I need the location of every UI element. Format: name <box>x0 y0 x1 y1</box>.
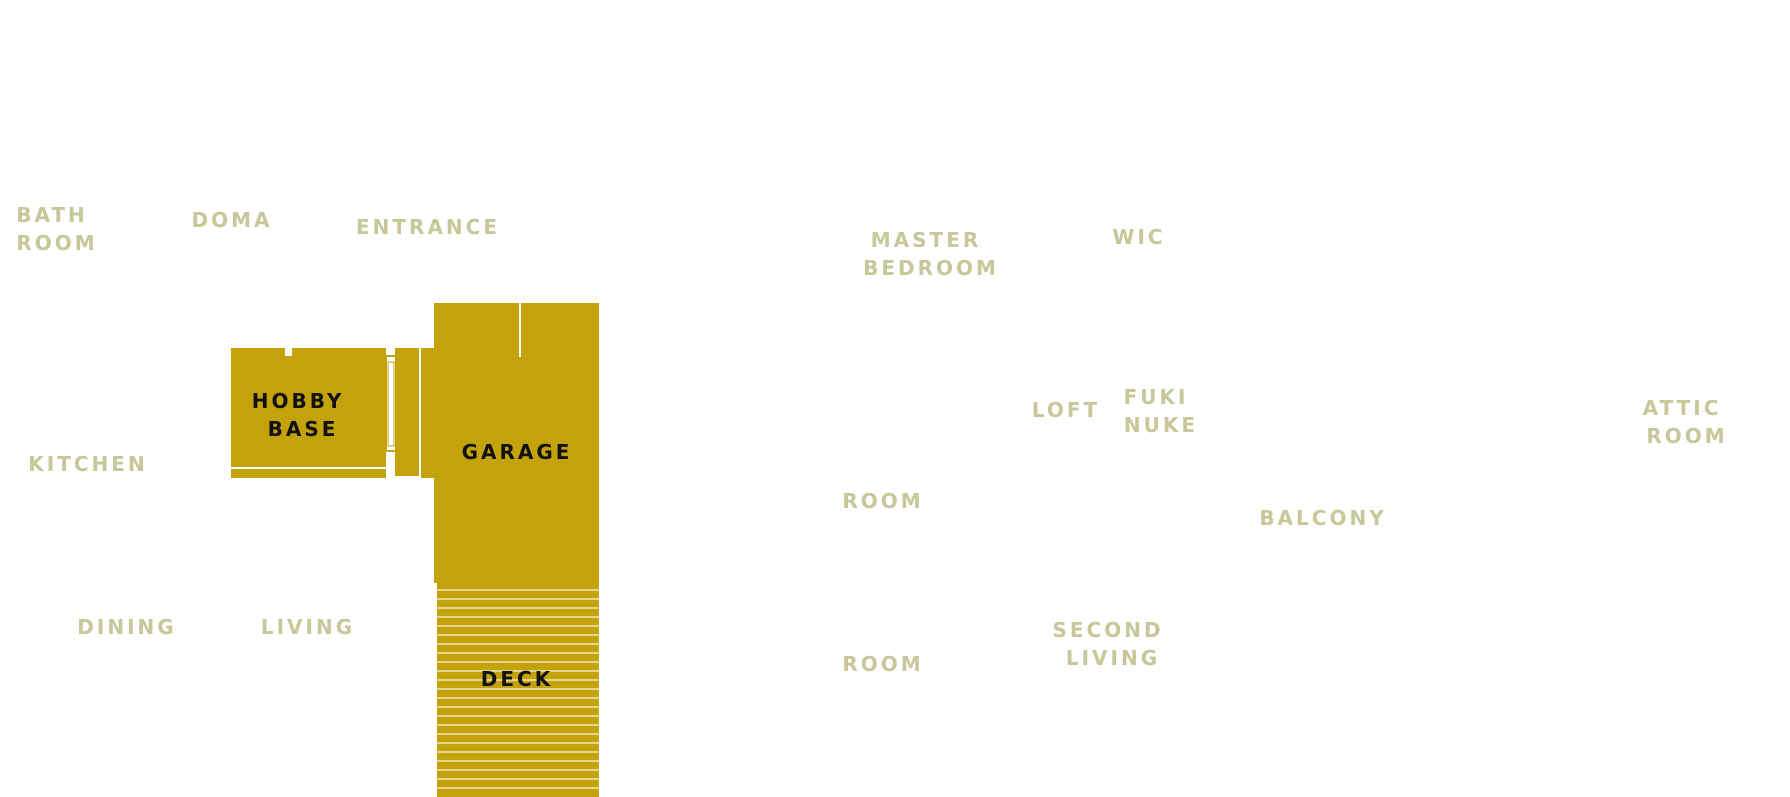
room-label-second-living[interactable]: SECOND LIVING <box>1052 618 1173 670</box>
room-label-dining[interactable]: DINING <box>77 615 176 639</box>
room-label-balcony[interactable]: BALCONY <box>1259 506 1386 530</box>
room-label-fuki-nuke[interactable]: FUKI NUKE <box>1124 385 1199 437</box>
garage-shape[interactable] <box>395 303 599 583</box>
room-label-deck[interactable]: DECK <box>481 667 553 691</box>
room-label-kitchen[interactable]: KITCHEN <box>28 452 147 476</box>
sliding-door <box>385 355 397 452</box>
room-label-wic[interactable]: WIC <box>1112 225 1165 249</box>
room-label-entrance[interactable]: ENTRANCE <box>356 215 500 239</box>
room-label-doma[interactable]: DOMA <box>192 208 273 232</box>
room-label-garage[interactable]: GARAGE <box>462 440 573 464</box>
room-label-hobby-base[interactable]: HOBBY BASE <box>252 389 355 441</box>
room-label-master-bedroom[interactable]: MASTER BEDROOM <box>863 228 999 280</box>
room-label-room-lower[interactable]: ROOM <box>842 652 923 676</box>
room-label-attic-room[interactable]: ATTIC ROOM <box>1643 396 1732 448</box>
deck-boards <box>437 589 599 789</box>
room-label-room-upper[interactable]: ROOM <box>842 489 923 513</box>
deck-shape[interactable] <box>437 583 599 797</box>
room-label-living[interactable]: LIVING <box>261 615 355 639</box>
room-label-loft[interactable]: LOFT <box>1032 398 1100 422</box>
room-label-bath-room[interactable]: BATH ROOM <box>16 203 98 255</box>
hobby-base-shape[interactable] <box>231 348 386 478</box>
